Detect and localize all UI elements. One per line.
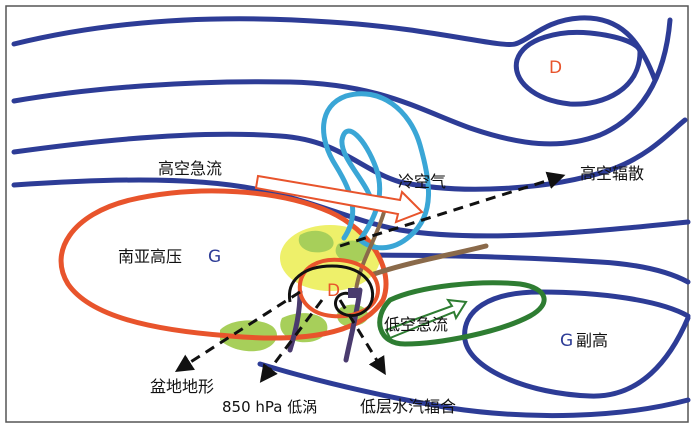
moisture-arrow bbox=[338, 299, 386, 376]
low-center-letter: D bbox=[327, 281, 340, 301]
brown-trough-line bbox=[371, 243, 489, 277]
brown-trough-line bbox=[354, 210, 386, 292]
flow-arrows bbox=[174, 171, 566, 383]
divergence-arrow bbox=[339, 171, 566, 248]
subtropical-high-letter: G bbox=[560, 331, 573, 351]
vortex-swirl bbox=[287, 264, 375, 317]
rain-patch bbox=[298, 230, 334, 253]
low-level-jet-arrow bbox=[384, 298, 468, 340]
contour-line bbox=[462, 289, 691, 399]
diagram-border bbox=[5, 5, 689, 423]
moisture-convergence-label: 低层水汽辐合 bbox=[360, 397, 456, 416]
vortex-marker bbox=[348, 288, 358, 298]
purple-trough-line bbox=[343, 287, 363, 363]
height-contours bbox=[11, 15, 691, 419]
vortex-850-label: 850 hPa 低涡 bbox=[222, 398, 317, 416]
cold-air-contour bbox=[321, 91, 432, 251]
basin-arrow bbox=[174, 290, 301, 372]
contour-line bbox=[11, 117, 688, 192]
upper-divergence-label: 高空辐散 bbox=[580, 164, 644, 183]
south-asia-high-letter: G bbox=[208, 247, 221, 267]
low-level-jet-contour bbox=[377, 280, 547, 347]
contour-line bbox=[11, 17, 673, 147]
cold-air-label: 冷空气 bbox=[398, 172, 446, 191]
low-level-jet-label: 低空急流 bbox=[384, 315, 448, 334]
contour-line bbox=[11, 177, 691, 239]
contour-line bbox=[257, 361, 691, 419]
upper-jet-label: 高空急流 bbox=[158, 159, 222, 178]
south-asia-high-contour bbox=[58, 188, 389, 341]
basin-terrain-label: 盆地地形 bbox=[150, 377, 214, 396]
subtropical-high-label: 副高 bbox=[576, 331, 608, 350]
contour-line bbox=[513, 29, 643, 107]
contour-line bbox=[327, 252, 691, 285]
upper-jet-arrow bbox=[254, 174, 424, 224]
contour-line bbox=[11, 15, 658, 83]
south-asia-high-label: 南亚高压 bbox=[118, 247, 182, 266]
north-low-letter: D bbox=[549, 58, 562, 78]
